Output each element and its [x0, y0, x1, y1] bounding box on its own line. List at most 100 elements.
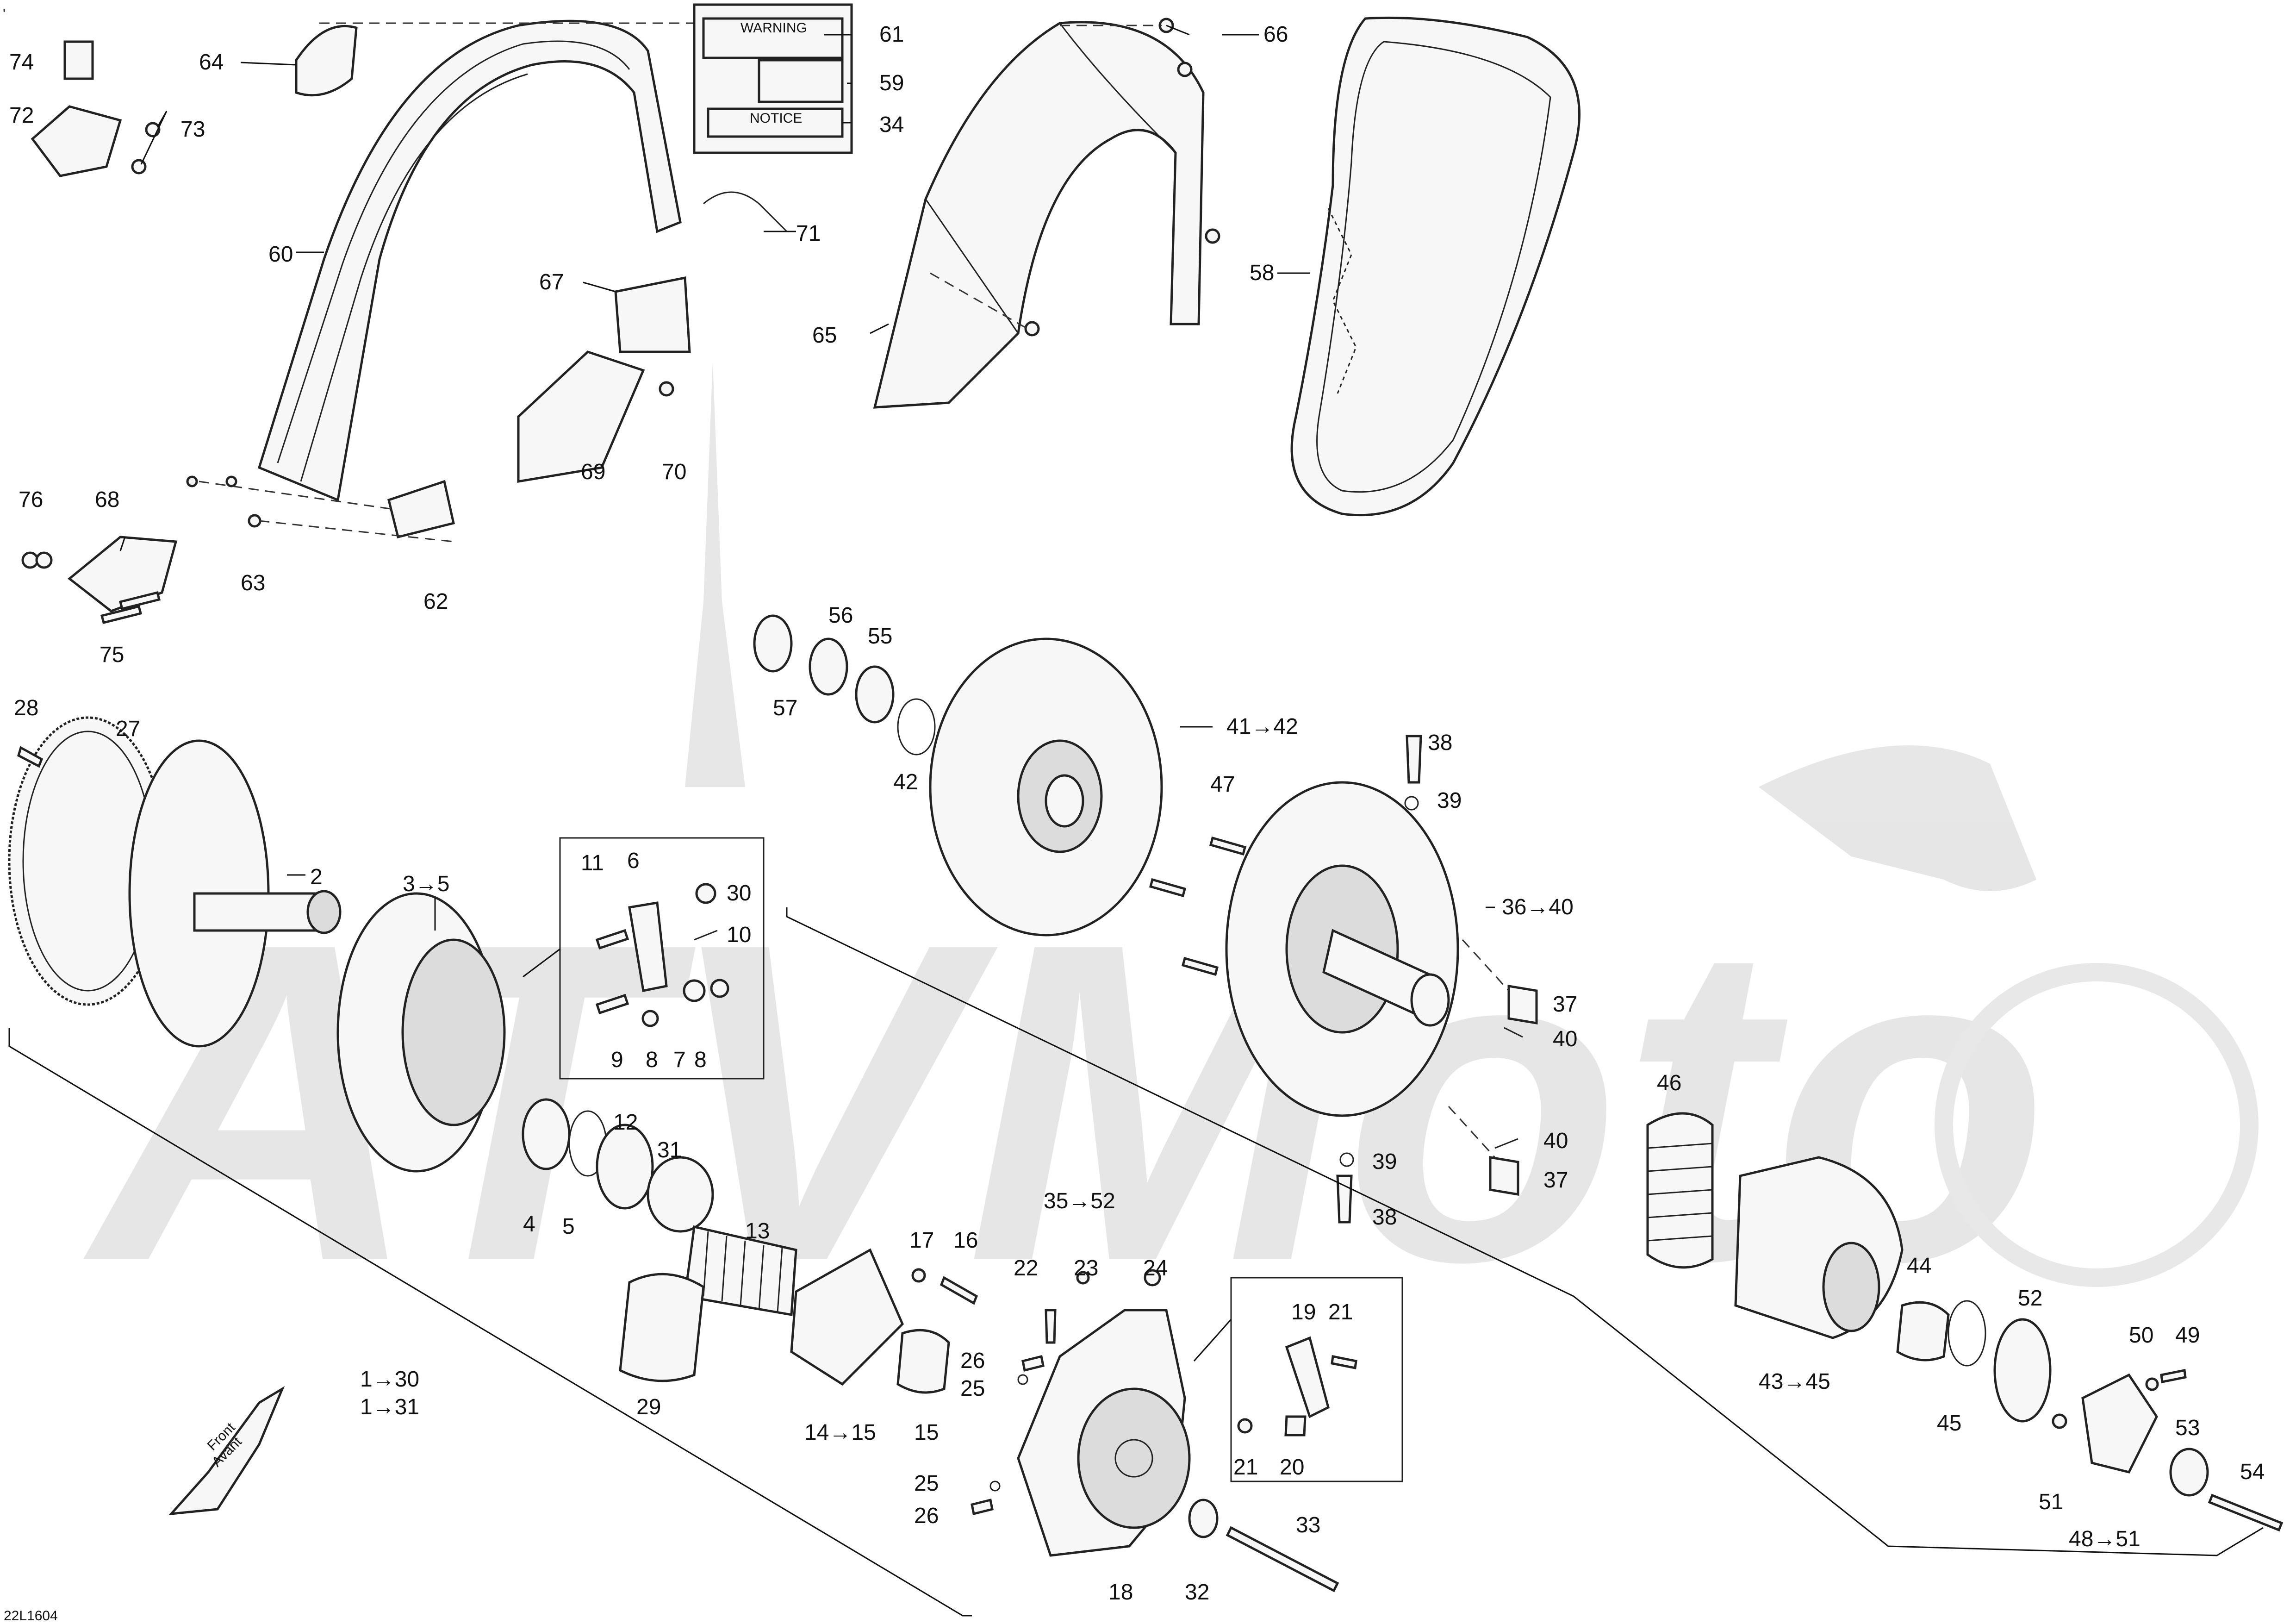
callout-4: 4 [523, 1212, 535, 1237]
part-12-seal [596, 1124, 654, 1210]
part-25-oring-a [1017, 1374, 1028, 1385]
part-29-sleeve [619, 1273, 705, 1382]
callout-68: 68 [95, 487, 119, 512]
callout-46: 46 [1657, 1071, 1681, 1095]
callout-45: 45 [1937, 1411, 1961, 1436]
part-37-slider-top [1507, 985, 1538, 1024]
part-8-washer-b [710, 979, 729, 998]
callout-31: 31 [657, 1138, 682, 1162]
callout-17: 17 [909, 1228, 934, 1253]
part-48-cap [2081, 1373, 2158, 1474]
callout-22: 22 [1014, 1256, 1038, 1280]
callout-50: 50 [2129, 1323, 2153, 1348]
watermark-motorcycle [1759, 745, 2036, 891]
callout-8b: 8 [694, 1048, 707, 1072]
part-74-label [63, 40, 94, 80]
callout-47: 47 [1210, 772, 1235, 797]
part-38-screw-top [1406, 735, 1422, 784]
part-66-rivet-d [1024, 321, 1040, 337]
part-16-screw [940, 1276, 978, 1305]
callout-41-42: 41→42 [1226, 714, 1298, 739]
callout-73: 73 [180, 117, 205, 142]
callout-40b: 40 [1543, 1129, 1568, 1153]
cvt-cover-group [873, 18, 1220, 409]
part-47-screw-a [1209, 836, 1247, 856]
decal-warning-text: WARNING [740, 20, 807, 36]
callout-60: 60 [268, 242, 293, 267]
callout-33: 33 [1296, 1513, 1320, 1537]
part-67-hinge [614, 276, 691, 353]
part-76-nut-a [21, 551, 39, 569]
part-17-washer [911, 1268, 926, 1283]
callout-19: 19 [1291, 1300, 1316, 1324]
drive-pulley-group [8, 716, 978, 1394]
callout-1-30: 1→30 [360, 1367, 419, 1392]
part-46-spring [1646, 1112, 1714, 1269]
callout-16: 16 [953, 1228, 978, 1253]
callout-25b: 25 [914, 1471, 939, 1496]
part-70-bolt [659, 381, 674, 397]
part-42-ring [897, 698, 936, 756]
part-32-washer [1188, 1499, 1219, 1538]
part-37-slider-bottom [1489, 1156, 1519, 1196]
callout-59: 59 [879, 71, 904, 95]
part-63-nut-b [186, 475, 198, 487]
callout-9: 9 [611, 1048, 623, 1072]
part-13-spring [684, 1225, 797, 1316]
callout-72: 72 [9, 103, 34, 128]
part-71-pin [703, 191, 788, 232]
part-40-pin-bottom [1494, 1138, 1518, 1149]
callout-1-31: 1→31 [360, 1395, 419, 1419]
figure-code: 22L1604 [4, 1608, 58, 1624]
callout-6: 6 [627, 849, 640, 873]
callout-65: 65 [812, 323, 837, 348]
part-63-nut-c [225, 475, 237, 487]
callout-42: 42 [893, 770, 918, 794]
part-26-plug-b [971, 1498, 994, 1516]
callout-11: 11 [581, 851, 604, 875]
watermark-wheel [1935, 963, 2259, 1287]
callout-29: 29 [636, 1395, 661, 1419]
callout-7: 7 [673, 1048, 686, 1072]
callout-51: 51 [2039, 1490, 2063, 1514]
part-31-bushing [647, 1156, 714, 1233]
part-54-bolt [2208, 1493, 2284, 1532]
callout-36-40: 36→40 [1502, 895, 1574, 919]
callout-39b: 39 [1372, 1149, 1397, 1174]
callout-18: 18 [1108, 1580, 1133, 1605]
part-22-screw [1045, 1309, 1057, 1344]
part-15-bushing [896, 1329, 950, 1394]
part-20-pin [1284, 1415, 1307, 1437]
part-44-bushing [1896, 1301, 1950, 1362]
roller-inset-box [559, 837, 765, 1080]
callout-2: 2 [310, 865, 323, 889]
part-68-bracket [67, 536, 178, 612]
part-39-washer-bottom [1339, 1152, 1354, 1167]
callout-14-15: 14→15 [804, 1420, 876, 1445]
callout-61: 61 [879, 22, 904, 47]
decal-notice-text: NOTICE [750, 111, 802, 126]
callout-5: 5 [562, 1214, 575, 1239]
callout-25a: 25 [960, 1376, 985, 1401]
part-14-spider [790, 1248, 904, 1386]
callout-55: 55 [868, 624, 892, 649]
callout-27: 27 [116, 717, 140, 741]
callout-63: 63 [241, 571, 265, 595]
part-58-belt [1290, 16, 1580, 517]
lever-inset-box [1230, 1277, 1403, 1482]
callout-48-51: 48→51 [2069, 1527, 2140, 1551]
part-24-nut [1144, 1269, 1161, 1287]
part-65-cover [873, 21, 1205, 409]
callout-13: 13 [745, 1219, 770, 1243]
callout-67: 67 [539, 270, 564, 294]
callout-8a: 8 [646, 1048, 658, 1072]
part-76-nut-b [35, 551, 53, 569]
callout-21b: 21 [1233, 1455, 1258, 1480]
housing-group [971, 1269, 1403, 1593]
part-8-washer-a [641, 1010, 659, 1027]
callout-38a: 38 [1428, 731, 1452, 755]
callout-26a: 26 [960, 1349, 985, 1373]
part-9-pin [595, 993, 629, 1015]
part-64-pad [295, 25, 358, 97]
